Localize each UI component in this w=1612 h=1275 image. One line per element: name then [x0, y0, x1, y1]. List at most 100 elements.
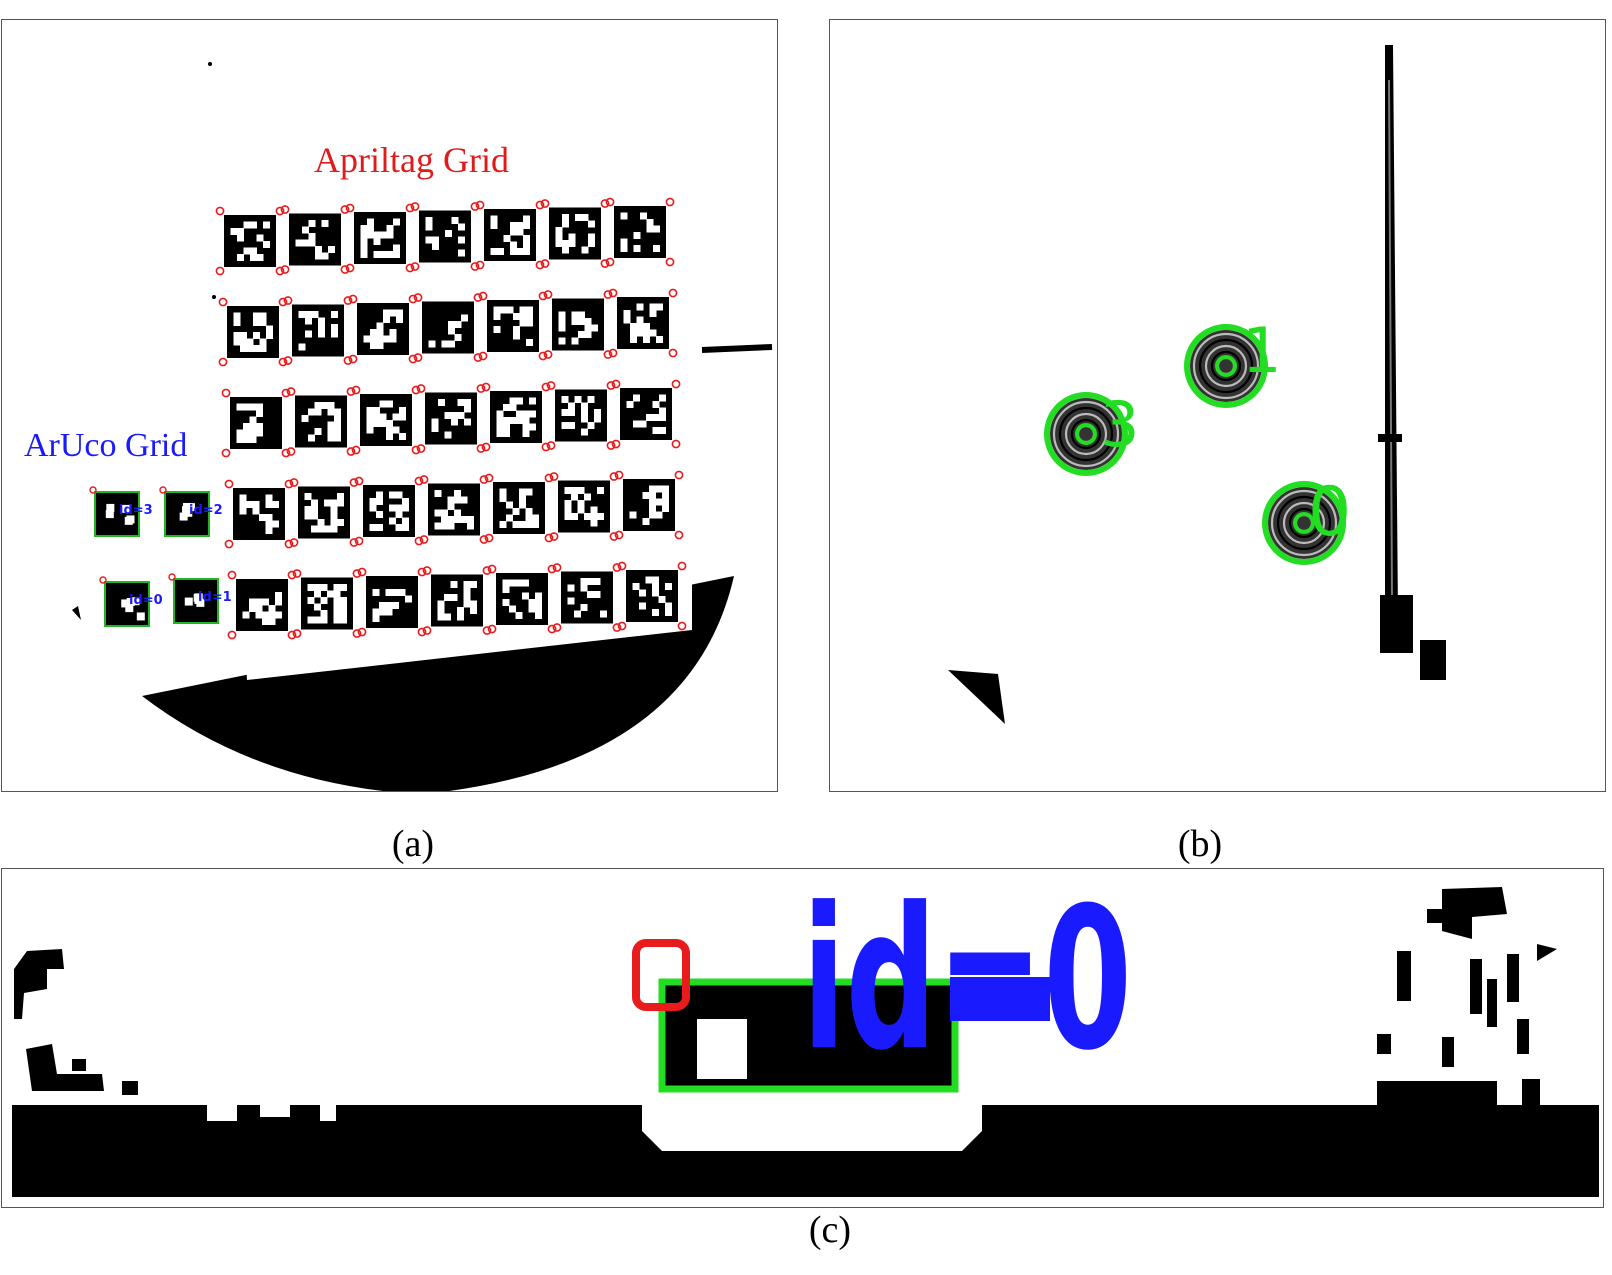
corner-point: [351, 445, 361, 455]
corner-point: [543, 350, 553, 359]
pole-base: [1380, 595, 1413, 653]
corner-point: [215, 266, 225, 276]
corner-point: [357, 627, 367, 637]
apriltag-marker: [354, 476, 424, 546]
apriltag-marker: [224, 479, 294, 549]
pole-clamp: [1378, 434, 1402, 442]
corner-point: [292, 629, 302, 638]
corner-point: [340, 205, 350, 214]
corner-point: [286, 387, 296, 396]
corner-point: [671, 379, 681, 389]
corner-point: [606, 381, 616, 390]
corner-point: [346, 387, 356, 396]
noise-blob: [72, 1059, 86, 1071]
corner-point: [354, 476, 364, 486]
corner-point: [547, 624, 557, 634]
apriltag-marker: [552, 563, 622, 632]
aruco-marker: id=2: [159, 486, 223, 537]
corner-point: [224, 479, 234, 489]
band-notch: [207, 1105, 237, 1121]
corner-point: [408, 354, 418, 364]
corner-point: [487, 624, 497, 634]
noise-blob: [14, 949, 64, 1019]
apriltag-marker: [221, 388, 291, 458]
noise-blob: [26, 1044, 104, 1091]
band-notch: [320, 1105, 336, 1121]
marker-id-text: id=0: [802, 869, 1132, 1094]
caption-b: (b): [1177, 823, 1223, 865]
noise-blob: [1442, 887, 1507, 939]
corner-point: [475, 200, 485, 210]
noise-blob: [1507, 954, 1519, 1002]
pole-foot: [1420, 640, 1446, 680]
corner-point: [348, 294, 358, 304]
corner-point: [275, 266, 285, 276]
noise-blob: [1517, 1019, 1529, 1054]
corner-point: [614, 470, 624, 480]
aruco-id-label: id=3: [119, 503, 153, 518]
corner-point: [611, 439, 621, 449]
apriltag-marker: [218, 297, 288, 367]
corner-point: [479, 535, 489, 544]
concentric-circle-marker: [1184, 324, 1268, 408]
corner-point: [600, 259, 610, 268]
corner-point: [281, 388, 291, 398]
corner-point: [538, 351, 548, 361]
corner-point: [215, 206, 225, 216]
corner-point: [481, 442, 491, 452]
corner-point: [482, 566, 492, 575]
apriltag-marker: [292, 569, 362, 638]
apriltag-marker: [487, 564, 557, 634]
corner-point: [608, 288, 618, 298]
corner-point: [605, 197, 615, 207]
noise-blob: [1537, 944, 1557, 961]
aruco-marker: id=1: [168, 573, 232, 624]
corner-point: [346, 447, 356, 456]
corner-point: [227, 630, 237, 640]
aruco-marker: id=0: [99, 576, 163, 627]
apriltag-marker: [286, 387, 356, 456]
corner-point: [281, 448, 291, 458]
corner-point: [665, 257, 675, 267]
corner-point: [476, 384, 486, 393]
corner-point: [482, 626, 492, 635]
corner-point: [408, 294, 418, 304]
corner-point: [354, 536, 364, 546]
corner-point: [470, 262, 480, 271]
corner-point: [478, 351, 488, 361]
corner-point: [417, 627, 427, 637]
black-triangle: [948, 670, 1005, 724]
corner-point: [535, 200, 545, 210]
aruco-grid-label: ArUco Grid: [24, 427, 187, 464]
noise-blob: [1487, 979, 1497, 1027]
corner-point: [600, 199, 610, 208]
black-band: [12, 1105, 1599, 1197]
aruco-marker: id=3: [89, 486, 153, 537]
corner-point: [348, 354, 358, 364]
corner-point: [479, 475, 489, 484]
corner-point: [677, 561, 687, 571]
corner-point: [552, 563, 562, 572]
corner-point: [609, 532, 619, 541]
aruco-id-label: id=0: [129, 593, 163, 608]
noise-blob: [1397, 951, 1411, 1001]
corner-point: [280, 265, 290, 274]
corner-point: [221, 448, 231, 458]
marker-id-label: 1: [1242, 314, 1281, 387]
noise-blob: [122, 1081, 138, 1095]
corner-point: [289, 538, 299, 547]
caption-a: (a): [391, 823, 435, 865]
corner-point: [287, 570, 297, 580]
corner-point: [218, 357, 228, 367]
circle-markers: [1044, 324, 1346, 565]
corner-point: [351, 385, 361, 395]
corner-point: [278, 357, 288, 367]
corner-point: [677, 621, 687, 631]
corner-point: [357, 567, 367, 577]
corner-point: [614, 530, 624, 540]
id-connector: [950, 977, 1050, 1021]
noise-blob: [1522, 1079, 1540, 1105]
corner-point: [287, 630, 297, 640]
corner-point: [289, 478, 299, 487]
corner-point: [540, 199, 550, 208]
